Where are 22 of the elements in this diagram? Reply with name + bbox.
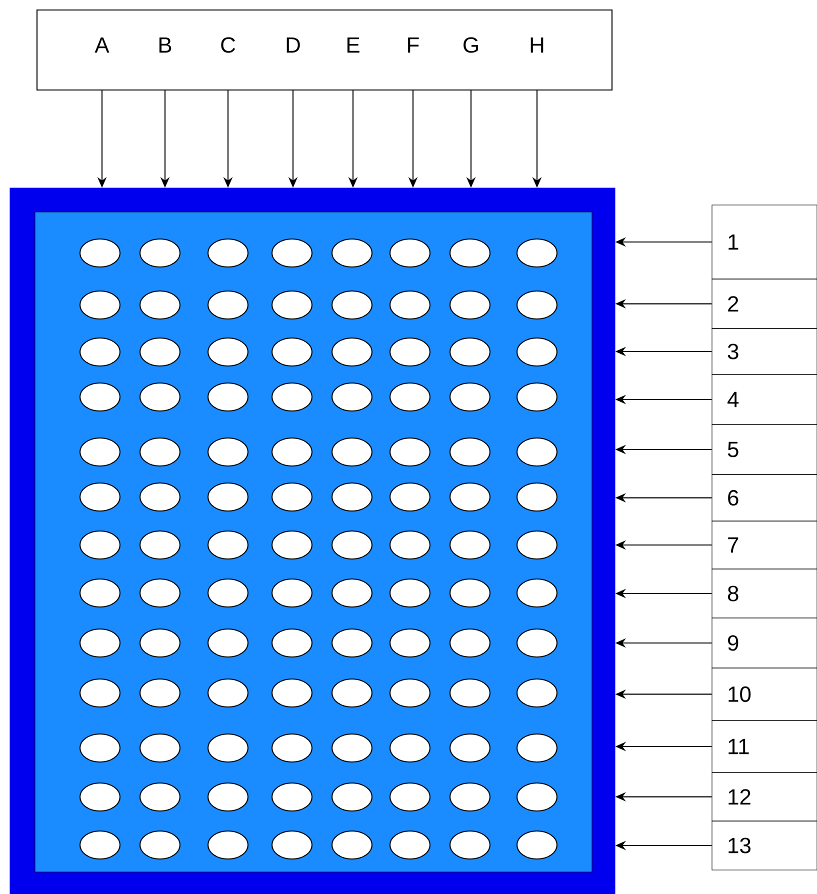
row-number-cell: 10 — [712, 668, 817, 721]
column-letter: D — [286, 37, 300, 53]
column-letter: E — [347, 37, 360, 53]
column-letter: H — [530, 37, 544, 53]
row-number-cell: 9 — [712, 618, 817, 668]
row-number-cell: 1 — [712, 204, 817, 280]
column-letter: A — [94, 37, 110, 53]
column-letter: F — [408, 37, 419, 53]
row-number-cell: 5 — [712, 424, 817, 475]
row-number-cell: 8 — [712, 568, 817, 618]
row-number-cell: 12 — [712, 772, 817, 822]
column-letter: C — [221, 37, 236, 53]
row-number-cell: 4 — [712, 374, 817, 425]
column-letter: B — [159, 37, 172, 53]
row-number-cell: 6 — [712, 474, 817, 522]
label-box — [36, 9, 613, 91]
row-number-cell: 11 — [712, 720, 817, 773]
row-number-cell: 3 — [712, 328, 817, 375]
row-number-cell: 2 — [712, 278, 817, 329]
column-letter: G — [464, 37, 478, 53]
row-number-cell: 13 — [712, 820, 817, 870]
row-number-cell: 7 — [712, 520, 817, 570]
